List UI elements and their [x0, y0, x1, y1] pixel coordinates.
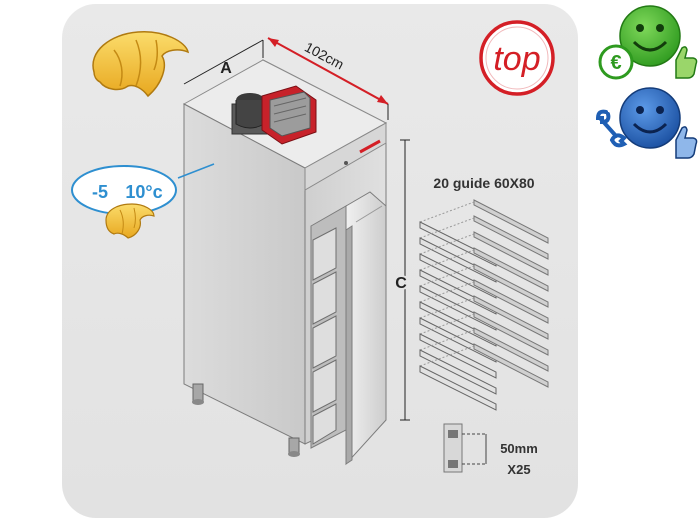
dimension-c-label: C	[395, 275, 407, 292]
guide-rail-back	[473, 215, 549, 260]
guide-rail-back	[473, 231, 549, 276]
guide-rail-back	[473, 263, 549, 308]
refrigerator	[182, 59, 388, 466]
pitch-value: 50mm	[500, 441, 538, 456]
pitch-count: X25	[507, 462, 530, 477]
guide-rail-link	[419, 313, 475, 335]
service-smiley-icon	[595, 87, 698, 159]
guide-rail-link	[419, 329, 475, 351]
pitch-detail: 50mm X25	[443, 423, 538, 477]
guide-rail-back	[473, 311, 549, 356]
guide-rail-link	[419, 233, 475, 255]
guide-rail-link	[419, 281, 475, 303]
top-badge-icon: top	[479, 20, 555, 96]
top-badge-text: top	[493, 40, 540, 78]
guide-rail-link	[419, 265, 475, 287]
euro-smiley-icon: €	[598, 5, 698, 80]
compressor	[231, 85, 317, 145]
dimension-depth-label: 102cm	[302, 39, 347, 73]
guide-rail-front	[419, 365, 497, 411]
guide-rail-back	[473, 279, 549, 324]
svg-text:€: €	[610, 52, 621, 74]
guide-rail-back	[473, 343, 549, 388]
croissant-icon	[92, 31, 190, 98]
guide-rail-front	[419, 333, 497, 379]
guides-title: 20 guide 60X80	[433, 175, 534, 191]
dimension-a-label: A	[220, 60, 232, 77]
guide-rail-link	[419, 249, 475, 271]
guide-rail-front	[419, 349, 497, 395]
guide-rail-link	[419, 297, 475, 319]
guide-rails	[419, 199, 549, 411]
temperature-max: 10°c	[125, 182, 162, 202]
dimension-a: A	[183, 39, 264, 85]
guide-rail-back	[473, 295, 549, 340]
guide-rail-link	[419, 201, 475, 223]
guide-rail-back	[473, 247, 549, 292]
temperature-bubble: -5 10°c	[71, 163, 215, 215]
interior-shelves	[312, 227, 337, 445]
guide-rail-back	[473, 327, 549, 372]
guide-rail-back	[473, 199, 549, 244]
guide-rail-link	[419, 345, 475, 367]
dimension-c: C	[393, 139, 410, 421]
guide-rail-link	[419, 217, 475, 239]
temperature-min: -5	[92, 182, 108, 202]
croissant-small-icon	[105, 203, 155, 239]
